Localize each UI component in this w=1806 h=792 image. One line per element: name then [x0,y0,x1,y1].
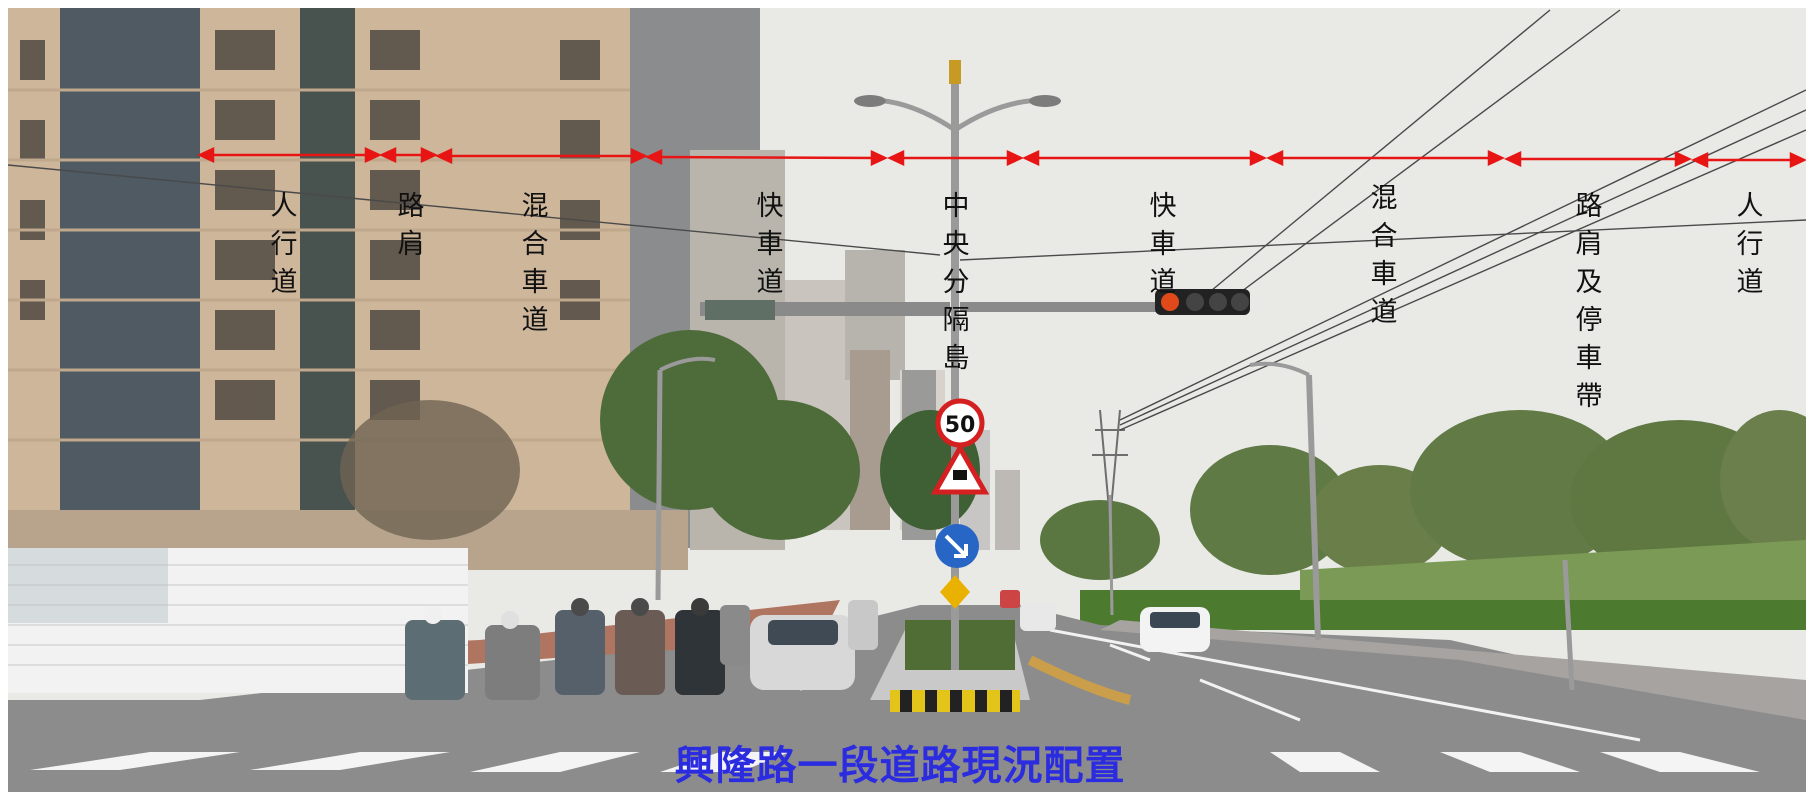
construction-fence [8,548,468,693]
label-shoulder-parking-right: 路 肩 及 停 車 帶 [1575,191,1603,412]
label-mixed-lane-left: 混 合 車 道 [521,191,549,336]
label-sidewalk-right: 人 行 道 [1736,191,1764,298]
label-sidewalk-left: 人 行 道 [270,191,298,298]
vehicles [750,590,1210,690]
road-writing [1027,655,1132,705]
section-arrows [197,147,1806,168]
label-fast-lane-right: 快 車 道 [1149,191,1177,298]
crosswalk [30,752,1760,772]
grass-slope [1300,540,1806,600]
label-shoulder-left: 路 肩 [397,191,425,260]
median-island [870,620,1030,712]
label-median: 中 央 分 隔 島 [942,191,970,374]
power-lines [7,9,1806,431]
scooter-riders [405,598,750,700]
speed-limit-text: 50 [945,413,976,438]
right-lamp-poles [655,356,1575,691]
speed-limit-sign: 50 [930,398,990,609]
label-fast-lane-left: 快 車 道 [756,191,784,298]
trees [340,330,1806,580]
traffic-signal [1155,289,1250,315]
central-lamp-pole [700,60,1160,670]
label-mixed-lane-right: 混 合 車 道 [1370,183,1398,328]
caption-title: 興隆路一段道路現況配置 [674,743,1126,789]
